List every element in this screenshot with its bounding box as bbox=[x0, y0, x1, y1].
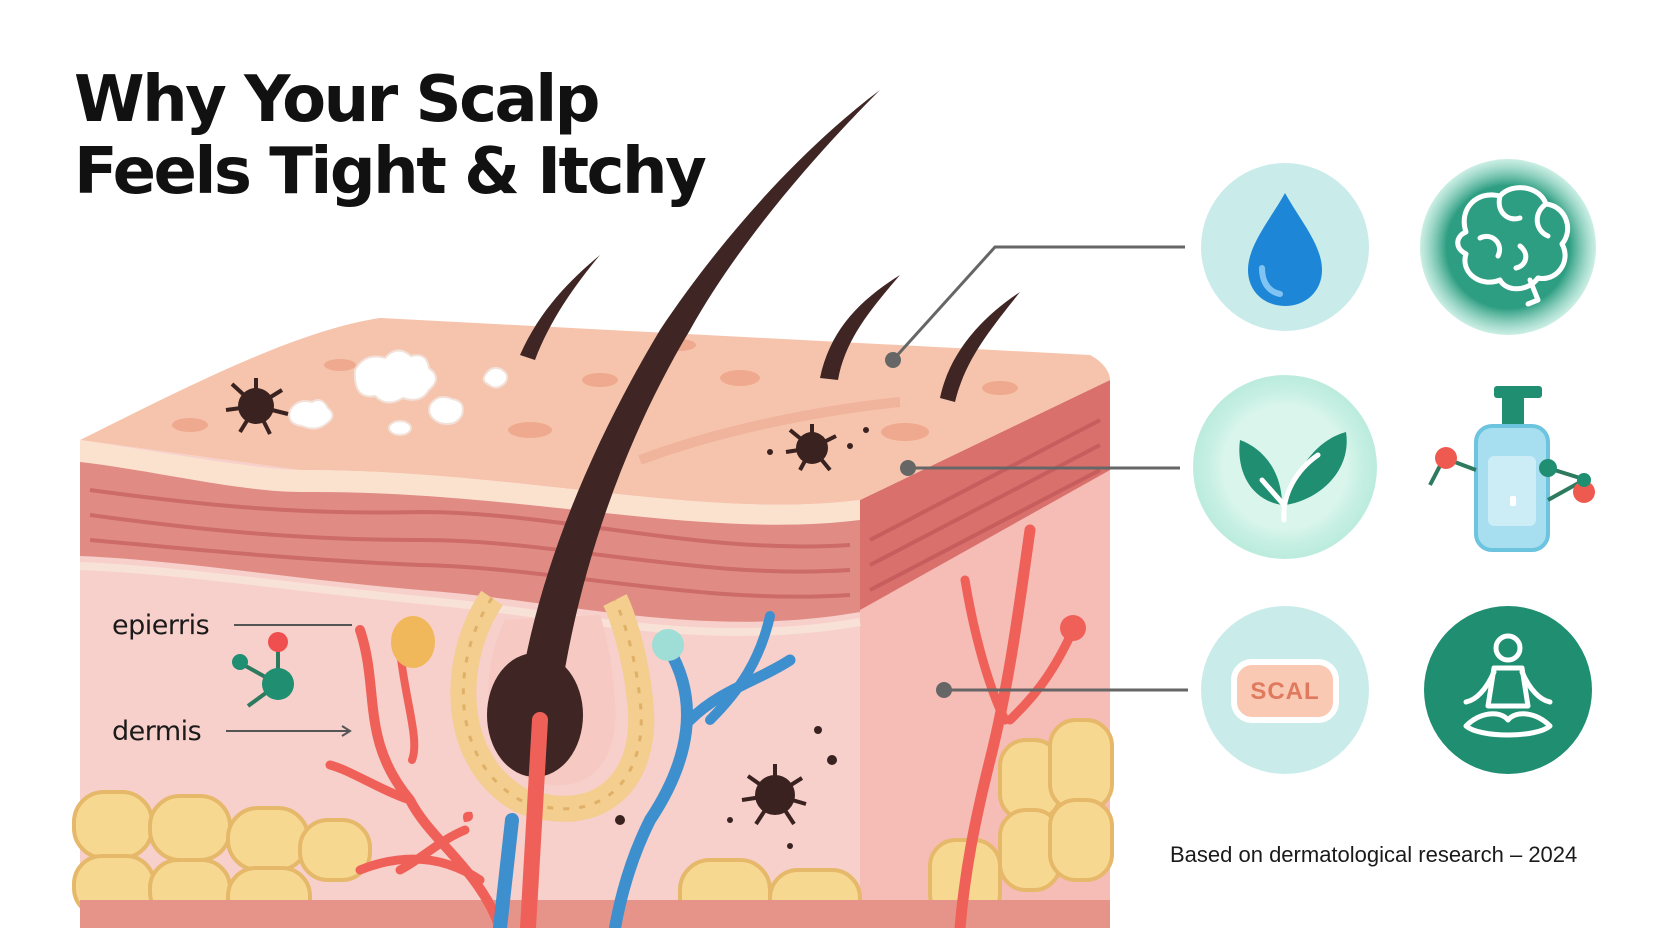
molecule-icon bbox=[232, 632, 294, 708]
gland-nodule bbox=[391, 616, 435, 668]
subcutaneous-fat-left bbox=[72, 790, 372, 928]
scal-badge-icon: SCAL bbox=[1201, 606, 1369, 774]
sensory-receptor bbox=[652, 629, 684, 661]
surface-microbe-1 bbox=[225, 378, 289, 435]
callout-dot-2 bbox=[900, 460, 916, 476]
dermis-microbe bbox=[615, 726, 837, 849]
main-hair-shaft bbox=[520, 90, 880, 700]
side-band-stripe bbox=[869, 418, 1101, 592]
brain-icon bbox=[1420, 159, 1596, 335]
callout-dot-3 bbox=[936, 682, 952, 698]
dermis-label: dermis bbox=[112, 716, 201, 747]
title-line-2: Feels Tight & Itchy bbox=[74, 135, 707, 209]
callout-lines bbox=[891, 245, 1188, 692]
artery-right bbox=[954, 524, 1036, 928]
basement-membrane bbox=[79, 562, 861, 637]
shampoo-bottle-icon bbox=[1428, 386, 1595, 552]
central-artery bbox=[520, 712, 548, 928]
callout-dot-1 bbox=[885, 352, 901, 368]
source-footnote: Based on dermatological research – 2024 bbox=[1170, 842, 1578, 867]
epidermis-label: epierris bbox=[112, 610, 209, 641]
epidermis-stripes bbox=[89, 488, 851, 599]
surface-crease bbox=[638, 397, 901, 465]
hair-strands bbox=[520, 90, 1020, 700]
callout-line-1 bbox=[891, 245, 1185, 362]
scal-badge-text: SCAL bbox=[1250, 678, 1319, 705]
dermis-arrow bbox=[341, 725, 352, 737]
bottom-band bbox=[80, 900, 1110, 928]
dandruff-flakes bbox=[288, 349, 509, 436]
water-drop-icon bbox=[1201, 163, 1369, 331]
epidermis-side-band bbox=[860, 380, 1110, 610]
blood-vessels bbox=[325, 524, 1078, 928]
infographic-title: Why Your Scalp Feels Tight & Itchy bbox=[74, 63, 707, 209]
artery-node bbox=[1060, 615, 1086, 641]
small-vessel-bit bbox=[463, 811, 473, 822]
meditation-icon bbox=[1424, 606, 1592, 774]
leaf-icon bbox=[1193, 375, 1377, 559]
surface-edge-highlight bbox=[80, 440, 860, 525]
title-line-1: Why Your Scalp bbox=[74, 63, 600, 137]
vein-blue bbox=[493, 813, 519, 928]
surface-microbe-2 bbox=[767, 424, 869, 472]
